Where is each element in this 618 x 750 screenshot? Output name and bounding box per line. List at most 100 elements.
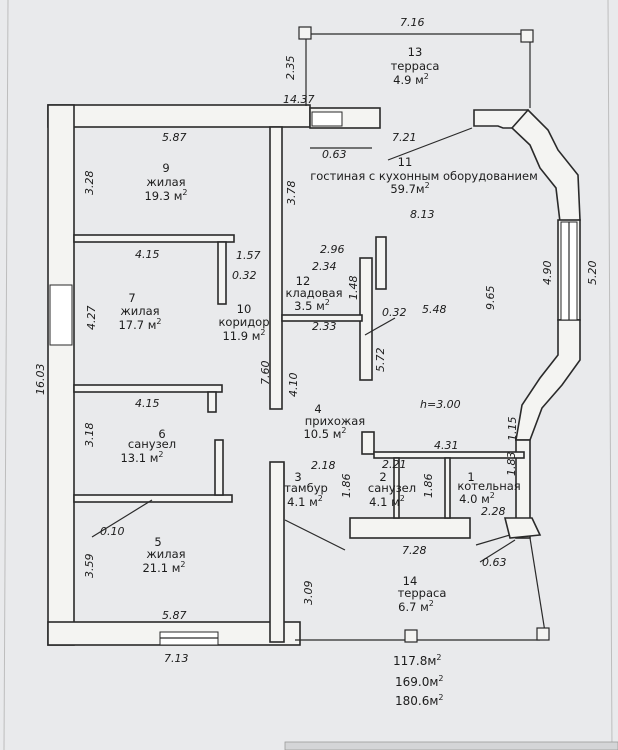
room-10-number: 10 xyxy=(237,302,252,316)
sheet-edge-right xyxy=(607,0,613,750)
room-4-number: 4 xyxy=(314,402,321,416)
dim-7-28: 7.28 xyxy=(402,544,427,557)
post-top-right xyxy=(520,29,534,43)
wall-hall-stub xyxy=(361,431,375,455)
dim-5-48: 5.48 xyxy=(422,303,447,316)
wall-pantry-upper xyxy=(375,236,387,290)
dim-9-65: 9.65 xyxy=(484,286,497,311)
wall-top-left xyxy=(47,104,311,128)
dim-7-16: 7.16 xyxy=(400,16,425,29)
wall-7-9 xyxy=(73,234,235,243)
room-10-name: коридор xyxy=(218,315,269,329)
room-11-number: 11 xyxy=(398,155,413,169)
terraces xyxy=(295,26,550,643)
post-bottom-middle xyxy=(404,629,418,643)
room-1-area: 4.0 м2 xyxy=(459,491,495,506)
room-12-area: 3.5 м2 xyxy=(294,298,330,313)
dim-0-63-bottom: 0.63 xyxy=(482,556,507,569)
post-top-left xyxy=(298,26,312,40)
dim-7-21: 7.21 xyxy=(392,131,417,144)
window-top xyxy=(311,111,343,127)
dim-3-59: 3.59 xyxy=(83,554,96,579)
room-9-number: 9 xyxy=(162,161,169,175)
room-5-number: 5 xyxy=(154,535,161,549)
window-left xyxy=(49,284,73,346)
terrace-bottom-right-edge xyxy=(529,537,546,633)
room-7-name: жилая xyxy=(120,304,159,318)
room-6-name: санузел xyxy=(128,437,176,451)
dim-14-37: 14.37 xyxy=(283,93,315,106)
room-13-name: терраса xyxy=(391,59,440,73)
dim-16-03: 16.03 xyxy=(34,364,47,396)
dim-0-63-top: 0.63 xyxy=(322,148,347,161)
room-4-area: 10.5 м2 xyxy=(303,426,346,441)
wall-corner-boiler xyxy=(503,517,542,539)
room-13-area: 4.9 м2 xyxy=(393,72,429,87)
wall-bath-stub xyxy=(214,439,224,496)
dim-4-15-b: 4.15 xyxy=(135,397,160,410)
wall-utility-bottom xyxy=(349,517,471,539)
dim-0-32-b: 0.32 xyxy=(382,306,407,319)
dim-1-57: 1.57 xyxy=(236,249,261,262)
dim-1-86-b: 1.86 xyxy=(422,474,435,499)
room-2-number: 2 xyxy=(379,470,386,484)
dim-5-87-top: 5.87 xyxy=(162,131,187,144)
dim-0-10: 0.10 xyxy=(100,525,125,538)
area-totals: 117.8м2 169.0м2 180.6м2 xyxy=(393,653,444,708)
total-area-2: 169.0м2 xyxy=(395,674,444,689)
leader-0-32 xyxy=(364,317,396,336)
room-3-name: тамбур xyxy=(284,481,328,495)
dim-1-83: 1.83 xyxy=(505,452,518,477)
wall-corridor-right xyxy=(269,126,283,410)
wall-entry-left xyxy=(269,461,285,643)
leader-0-63-bottom xyxy=(479,539,516,563)
room-4-name: прихожая xyxy=(305,414,365,428)
dim-2-35: 2.35 xyxy=(284,56,297,81)
dim-4-10: 4.10 xyxy=(287,373,300,398)
room-10-area: 11.9 м2 xyxy=(222,328,265,343)
dim-7-13: 7.13 xyxy=(164,652,189,665)
door-terrace-swing xyxy=(475,534,511,546)
dim-3-09: 3.09 xyxy=(302,581,315,606)
room-6-area: 13.1 м2 xyxy=(120,450,163,465)
room-14-area: 6.7 м2 xyxy=(398,599,434,614)
wall-2-3 xyxy=(393,457,400,519)
room-1-number: 1 xyxy=(467,470,474,484)
room-3-area: 4.1 м2 xyxy=(287,494,323,509)
dimension-labels: 7.16 2.35 14.37 5.87 7.21 0.63 3.28 3.78… xyxy=(34,16,599,665)
room-2-name: санузел xyxy=(368,481,416,495)
post-bottom-right xyxy=(536,627,550,641)
dim-1-86-a: 1.86 xyxy=(340,474,353,499)
wall-pantry-bottom xyxy=(281,314,363,322)
room-12-name: кладовая xyxy=(285,286,342,300)
door-swings xyxy=(91,127,516,563)
dim-2-33: 2.33 xyxy=(312,320,337,333)
wall-corridor-stub-mid xyxy=(207,391,217,413)
dim-4-31: 4.31 xyxy=(434,439,459,452)
wall-1-2 xyxy=(444,457,451,519)
total-area-3: 180.6м2 xyxy=(395,693,444,708)
room-9-area: 19.3 м2 xyxy=(144,188,187,203)
dim-4-27: 4.27 xyxy=(85,306,98,331)
dim-7-60: 7.60 xyxy=(259,361,272,386)
room-14-number: 14 xyxy=(403,574,418,588)
dim-4-90: 4.90 xyxy=(541,261,554,286)
dim-8-13: 8.13 xyxy=(410,208,435,221)
dim-h: h=3.00 xyxy=(420,398,461,411)
room-9-name: жилая xyxy=(146,175,185,189)
dim-1-48: 1.48 xyxy=(347,276,360,301)
room-7-number: 7 xyxy=(128,291,135,305)
dim-3-78: 3.78 xyxy=(285,181,298,206)
leader-11 xyxy=(387,127,473,161)
wall-corridor-stub-upper xyxy=(217,241,227,305)
wall-left xyxy=(47,104,75,646)
total-area-1: 117.8м2 xyxy=(393,653,442,668)
room-5-area: 21.1 м2 xyxy=(142,560,185,575)
room-13-number: 13 xyxy=(408,45,423,59)
dim-2-34: 2.34 xyxy=(312,260,337,273)
wall-right-lower xyxy=(515,439,531,539)
sheet-edge-left xyxy=(3,0,9,750)
dim-1-15: 1.15 xyxy=(506,417,519,442)
room-2-area: 4.1 м2 xyxy=(369,494,405,509)
